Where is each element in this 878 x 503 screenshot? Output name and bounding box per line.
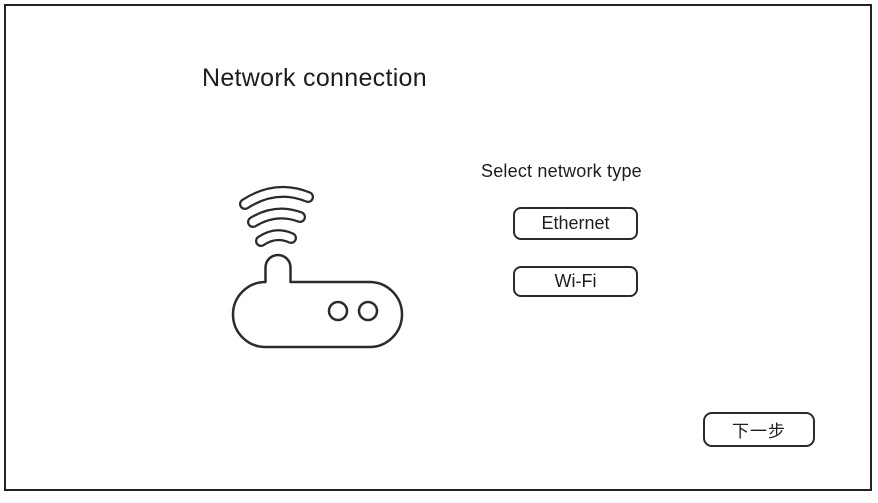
- router-body: [231, 253, 404, 349]
- ethernet-button[interactable]: Ethernet: [513, 207, 638, 240]
- wifi-button[interactable]: Wi-Fi: [513, 266, 638, 297]
- next-step-button[interactable]: 下一步: [703, 412, 815, 447]
- router-led-icon: [357, 300, 379, 322]
- select-network-type-label: Select network type: [481, 161, 642, 181]
- page-title: Network connection: [202, 64, 427, 92]
- wifi-router-icon: [231, 185, 404, 349]
- router-led-icon: [327, 300, 349, 322]
- network-connection-window: Network connection Select network type E…: [4, 4, 872, 491]
- wifi-waves-icon: [239, 185, 314, 247]
